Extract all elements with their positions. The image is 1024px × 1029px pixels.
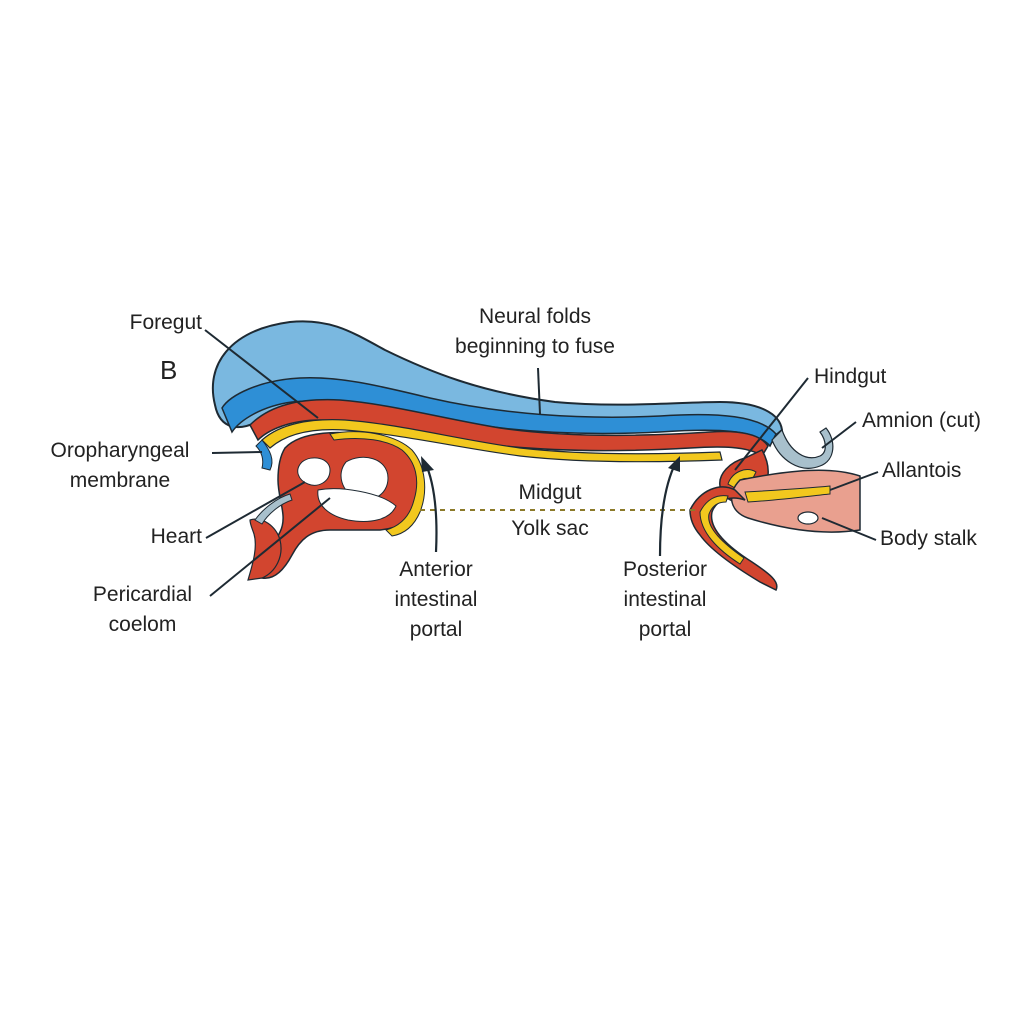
label-pericardial: Pericardial coelom xyxy=(75,580,210,640)
label-anterior-portal: Anterior intestinal portal xyxy=(380,555,492,645)
leader-hindgut xyxy=(734,377,809,471)
label-midgut: Midgut xyxy=(518,481,582,504)
heart-chamber-right xyxy=(340,456,389,501)
leader-foregut xyxy=(204,329,319,419)
body-stalk-shape xyxy=(730,469,861,533)
pericardial-cavity xyxy=(317,488,397,522)
leader-amnion xyxy=(821,421,857,449)
leader-oropharyngeal xyxy=(211,451,263,454)
label-posterior-portal-line3: portal xyxy=(638,618,692,641)
leader-body-stalk xyxy=(821,517,877,541)
label-allantois: Allantois xyxy=(882,459,962,482)
label-anterior-portal-line1: Anterior xyxy=(399,558,473,581)
label-neural-folds-line1: Neural folds xyxy=(478,305,592,328)
label-posterior-portal: Posterior intestinal portal xyxy=(605,555,725,645)
posterior-endoderm xyxy=(699,495,745,565)
amnion-cut xyxy=(771,427,834,469)
label-neural-folds-line2: beginning to fuse xyxy=(455,335,615,358)
amnion-front xyxy=(254,493,293,525)
anterior-portal-arrow xyxy=(423,461,438,553)
label-foregut: Foregut xyxy=(129,311,202,334)
label-oropharyngeal: Oropharyngeal membrane xyxy=(30,436,210,496)
label-neural-folds: Neural folds beginning to fuse xyxy=(440,302,630,362)
label-posterior-portal-line1: Posterior xyxy=(622,558,708,581)
label-heart: Heart xyxy=(150,525,202,548)
leader-neural-folds xyxy=(537,367,541,415)
label-amnion: Amnion (cut) xyxy=(862,409,982,432)
label-oropharyngeal-line1: Oropharyngeal xyxy=(50,439,190,462)
oropharyngeal-membrane-shape xyxy=(255,439,273,471)
body-stalk-vessel xyxy=(797,511,819,525)
pericardial-endoderm xyxy=(329,431,426,537)
heart-chamber-left xyxy=(297,457,331,486)
label-hindgut: Hindgut xyxy=(814,365,887,388)
posterior-ventral-wall xyxy=(689,486,778,592)
label-posterior-portal-line2: intestinal xyxy=(623,588,707,611)
label-body-stalk: Body stalk xyxy=(880,527,977,550)
leader-heart xyxy=(205,481,306,539)
allantois-duct xyxy=(744,485,831,503)
leader-pericardial xyxy=(209,497,331,597)
label-pericardial-line1: Pericardial xyxy=(92,583,193,606)
label-oropharyngeal-line2: membrane xyxy=(69,469,171,492)
posterior-portal-arrowhead xyxy=(668,456,680,472)
label-anterior-portal-line3: portal xyxy=(409,618,463,641)
label-anterior-portal-line2: intestinal xyxy=(394,588,478,611)
leader-allantois xyxy=(829,471,879,491)
anterior-portal-arrowhead xyxy=(421,456,434,472)
figure-letter: B xyxy=(160,355,178,385)
anterior-ventral-extension xyxy=(247,518,282,581)
label-yolk-sac: Yolk sac xyxy=(511,517,589,540)
label-pericardial-line2: coelom xyxy=(108,613,177,636)
